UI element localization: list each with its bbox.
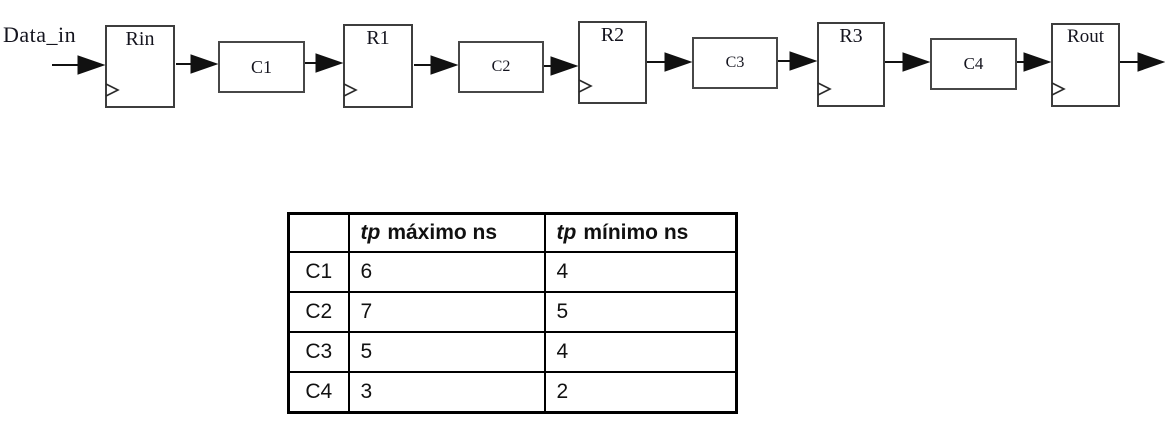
- register-rin: Rin: [105, 25, 175, 108]
- row-label: C4: [287, 371, 350, 414]
- tp-min-value: 4: [543, 331, 738, 373]
- arrow-data-out: [1120, 52, 1165, 72]
- register-r1: R1: [343, 24, 413, 108]
- comb-block-c1-label: C1: [250, 56, 272, 77]
- tp-symbol: tp: [556, 221, 577, 244]
- table-header-row: tp máximo ns tp mínimo ns: [287, 212, 738, 253]
- comb-block-c1: C1: [218, 41, 305, 93]
- clock-input-icon: [817, 82, 832, 96]
- arrow-r3-c4: [885, 52, 931, 72]
- clock-input-icon: [1051, 82, 1066, 96]
- clock-input-icon: [578, 79, 593, 93]
- row-label: C2: [287, 291, 350, 333]
- comb-block-c4: C4: [930, 38, 1017, 90]
- tp-table: tp máximo ns tp mínimo ns C1 6 4 C2 7 5 C3…: [287, 212, 738, 414]
- register-rout: Rout: [1051, 23, 1120, 107]
- register-r2: R2: [578, 21, 647, 104]
- comb-block-c3: C3: [692, 37, 778, 89]
- register-rout-label: Rout: [1067, 26, 1104, 47]
- table-row-c3: C3 5 4: [287, 331, 738, 373]
- register-r2-label: R2: [600, 24, 625, 46]
- arrow-c3-r3: [778, 51, 818, 71]
- clock-input-icon: [343, 83, 358, 97]
- row-label: C3: [287, 331, 350, 373]
- col-header-tp-min: tp mínimo ns: [543, 212, 738, 253]
- tp-max-value: 5: [347, 331, 546, 373]
- tp-max-value: 7: [347, 291, 546, 333]
- data-in-label: Data_in: [3, 22, 77, 47]
- row-label: C1: [287, 251, 350, 293]
- register-r3-label: R3: [839, 25, 863, 47]
- comb-block-c4-label: C4: [963, 54, 984, 73]
- tp-max-value: 6: [347, 251, 546, 293]
- tp-min-value: 2: [543, 371, 738, 414]
- max-label: máximo ns: [387, 221, 498, 244]
- clock-input-icon: [105, 83, 120, 97]
- arrow-data-in: [52, 55, 106, 75]
- tp-max-value: 3: [347, 371, 546, 414]
- arrow-c2-r2: [544, 56, 579, 76]
- arrow-r1-c2: [414, 55, 459, 75]
- col-header-tp-max: tp máximo ns: [347, 212, 546, 253]
- register-r1-label: R1: [366, 27, 390, 49]
- table-row-c4: C4 3 2: [287, 371, 738, 414]
- tp-symbol: tp: [360, 221, 381, 244]
- arrow-r2-c3: [647, 52, 693, 72]
- min-label: mínimo ns: [583, 221, 689, 244]
- table-corner-cell: [287, 212, 350, 253]
- arrow-rin-c1: [176, 54, 219, 74]
- arrow-c4-rout: [1017, 52, 1052, 72]
- tp-min-value: 4: [543, 251, 738, 293]
- comb-block-c2-label: C2: [491, 58, 511, 75]
- register-r3: R3: [817, 22, 885, 107]
- arrow-c1-r1: [305, 53, 344, 73]
- comb-block-c2: C2: [458, 41, 544, 93]
- table-row-c2: C2 7 5: [287, 291, 738, 333]
- table-row-c1: C1 6 4: [287, 251, 738, 293]
- register-rin-label: Rin: [125, 28, 155, 50]
- tp-min-value: 5: [543, 291, 738, 333]
- comb-block-c3-label: C3: [725, 54, 745, 71]
